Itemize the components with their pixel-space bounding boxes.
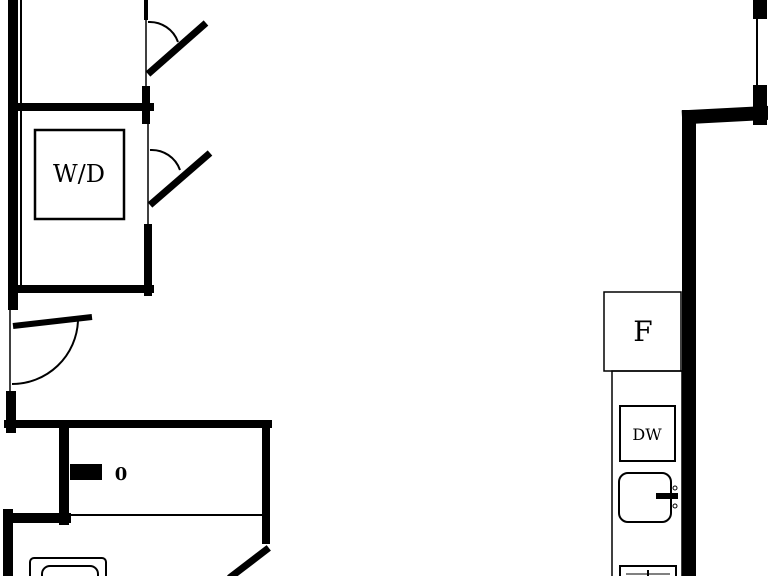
dishwasher-box <box>619 405 676 462</box>
closet1-door-leaf <box>145 20 209 77</box>
dishwasher-label: DW <box>632 425 662 444</box>
door-swing-icon <box>149 148 181 171</box>
washer-dryer-box <box>33 128 126 221</box>
toilet-icon <box>29 557 107 576</box>
towel-bar <box>70 464 102 480</box>
fridge-box <box>603 291 682 372</box>
closet2-door-leaf <box>147 150 213 208</box>
fridge: F <box>603 291 682 372</box>
kitchen-counter <box>611 370 683 576</box>
fridge-label: F <box>633 315 652 348</box>
sink-icon <box>618 472 678 523</box>
door-swing-icon <box>11 320 79 386</box>
closet2-door[interactable] <box>147 148 213 208</box>
entry-door[interactable] <box>9 310 93 394</box>
entry-door-leaf <box>12 314 93 329</box>
stove <box>619 565 677 576</box>
toilet-bowl <box>41 565 99 576</box>
stove-box <box>619 565 677 576</box>
faucet-handle-bottom <box>672 503 678 509</box>
right-wall-jog-horizontal <box>681 105 768 125</box>
door-swing-icon <box>147 20 179 43</box>
right-walls <box>681 0 768 576</box>
closet1-door[interactable] <box>145 20 209 77</box>
washer-dryer-label: W/D <box>53 160 105 188</box>
faucet-handle-top <box>672 485 678 491</box>
washer-dryer: W/D <box>33 128 126 221</box>
bath-door-leaf <box>227 545 271 576</box>
toilet-mark: 0 <box>115 464 128 485</box>
toilet-tank <box>29 557 107 576</box>
left-walls <box>6 0 154 433</box>
bathroom-walls <box>3 420 272 576</box>
dishwasher: DW <box>619 405 676 462</box>
faucet-icon <box>656 493 678 499</box>
